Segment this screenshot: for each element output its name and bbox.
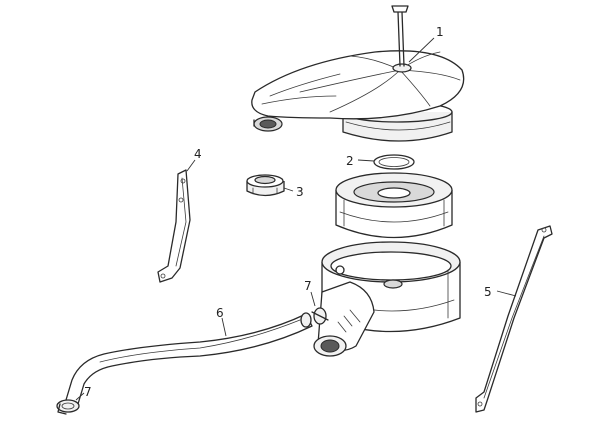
callout-4: 4	[194, 147, 202, 161]
filter-housing	[311, 241, 461, 357]
filter-cover	[251, 5, 465, 142]
callout-1: 1	[436, 25, 444, 39]
callout-2: 2	[346, 154, 354, 168]
bracket-small	[157, 159, 196, 283]
intake-hose	[65, 312, 313, 405]
grommet	[246, 174, 294, 197]
filter-element	[335, 172, 453, 239]
hose-clamp-lower	[56, 392, 85, 415]
callout-7-upper: 7	[304, 279, 312, 293]
bracket-long	[475, 225, 553, 413]
hose-clamp-upper	[310, 291, 316, 307]
sealing-ring	[357, 154, 415, 170]
callout-7-lower: 7	[84, 385, 92, 399]
callout-6: 6	[216, 306, 224, 320]
callout-3: 3	[296, 185, 304, 199]
callout-5: 5	[484, 285, 492, 299]
